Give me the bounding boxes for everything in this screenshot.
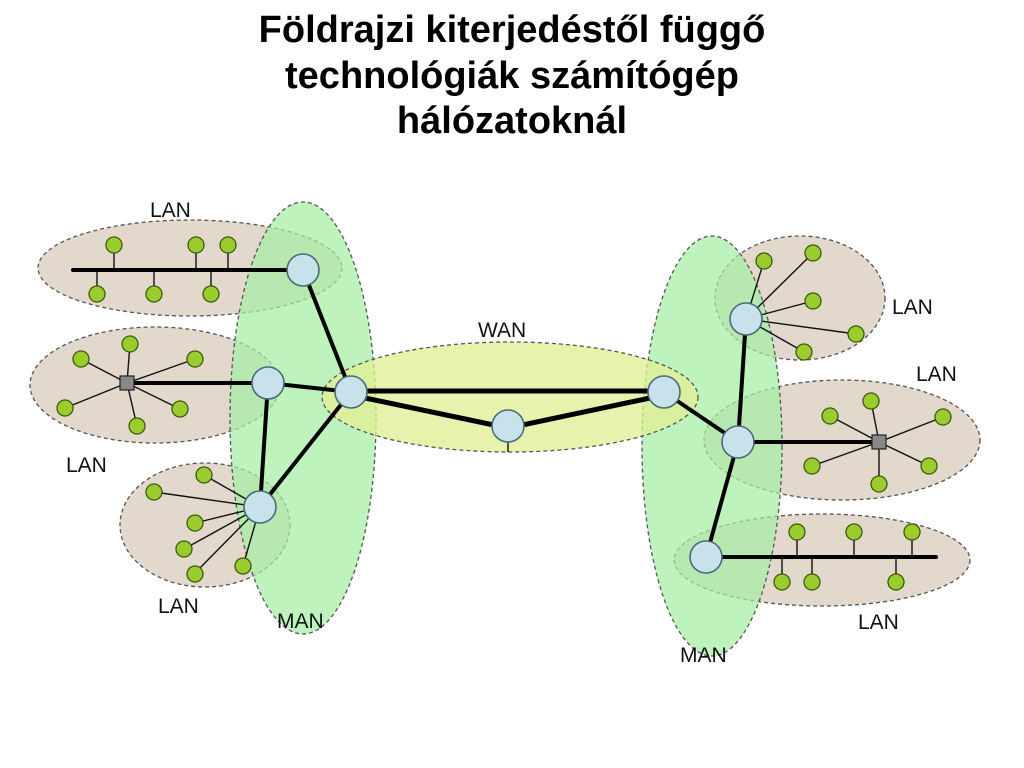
title-line-2: technológiák számítógép (285, 54, 739, 97)
label-lan-bottom-left: LAN (158, 595, 199, 618)
host-node (803, 573, 821, 591)
host-node (121, 335, 139, 353)
host-node (821, 407, 839, 425)
host-node (803, 457, 821, 475)
backbone-links (71, 268, 938, 559)
router-nodes (243, 253, 763, 574)
man-link-left-1 (301, 268, 353, 394)
router-node (491, 409, 525, 443)
host-node (795, 343, 813, 361)
host-node (72, 350, 90, 368)
host-node (773, 573, 791, 591)
host-node (128, 417, 146, 435)
switch-right (871, 434, 887, 450)
man-link-left-3 (258, 381, 270, 509)
label-lan-top-left: LAN (150, 199, 191, 222)
host-node (195, 466, 213, 484)
host-node (145, 483, 163, 501)
man-link-left-4 (258, 390, 353, 509)
slide-title: Földrajzi kiterjedéstől függő technológi… (112, 8, 912, 145)
host-node (171, 400, 189, 418)
host-node (56, 399, 74, 417)
host-node (788, 523, 806, 541)
area-labels: LAN LAN LAN MAN WAN LAN LAN LAN MAN (66, 199, 957, 667)
label-man-right: MAN (680, 644, 727, 667)
router-node (334, 375, 368, 409)
wan-link-2 (348, 392, 511, 431)
host-node (145, 285, 163, 303)
host-node (845, 523, 863, 541)
label-lan-mid-left: LAN (66, 454, 107, 477)
label-wan: WAN (478, 319, 526, 342)
router-node (647, 375, 681, 409)
wide-areas (229, 201, 783, 657)
router-node (721, 425, 755, 459)
switch-left (119, 375, 135, 391)
wan-area (321, 341, 699, 453)
host-node (804, 292, 822, 310)
label-lan-mid-right: LAN (916, 363, 957, 386)
man-link-right-1 (736, 317, 748, 444)
man-area-right (641, 235, 783, 657)
host-node (219, 236, 237, 254)
host-node (903, 523, 921, 541)
label-lan-top-right: LAN (892, 296, 933, 319)
host-node (202, 285, 220, 303)
router-node (729, 302, 763, 336)
host-node (755, 252, 773, 270)
host-node (920, 457, 938, 475)
host-node (175, 540, 193, 558)
host-node (804, 244, 822, 262)
host-node (186, 514, 204, 532)
host-node (862, 392, 880, 410)
host-node (105, 236, 123, 254)
label-lan-bottom-right: LAN (858, 611, 899, 634)
host-node (870, 475, 888, 493)
host-node (234, 557, 252, 575)
host-node (187, 236, 205, 254)
title-line-1: Földrajzi kiterjedéstől függő (258, 9, 766, 51)
host-node (88, 285, 106, 303)
host-node (186, 350, 204, 368)
router-node (689, 540, 723, 574)
man-link-right-3 (704, 440, 740, 559)
router-node (251, 366, 285, 400)
title-line-3: hálózatoknál (396, 100, 628, 143)
host-node (186, 565, 204, 583)
host-node (847, 325, 865, 343)
label-man-left: MAN (277, 610, 324, 633)
wan-link-3 (505, 392, 667, 431)
router-node (286, 253, 320, 287)
switches (119, 375, 887, 450)
host-node (934, 408, 952, 426)
host-node (887, 573, 905, 591)
host-nodes (56, 236, 952, 591)
router-node (243, 490, 277, 524)
